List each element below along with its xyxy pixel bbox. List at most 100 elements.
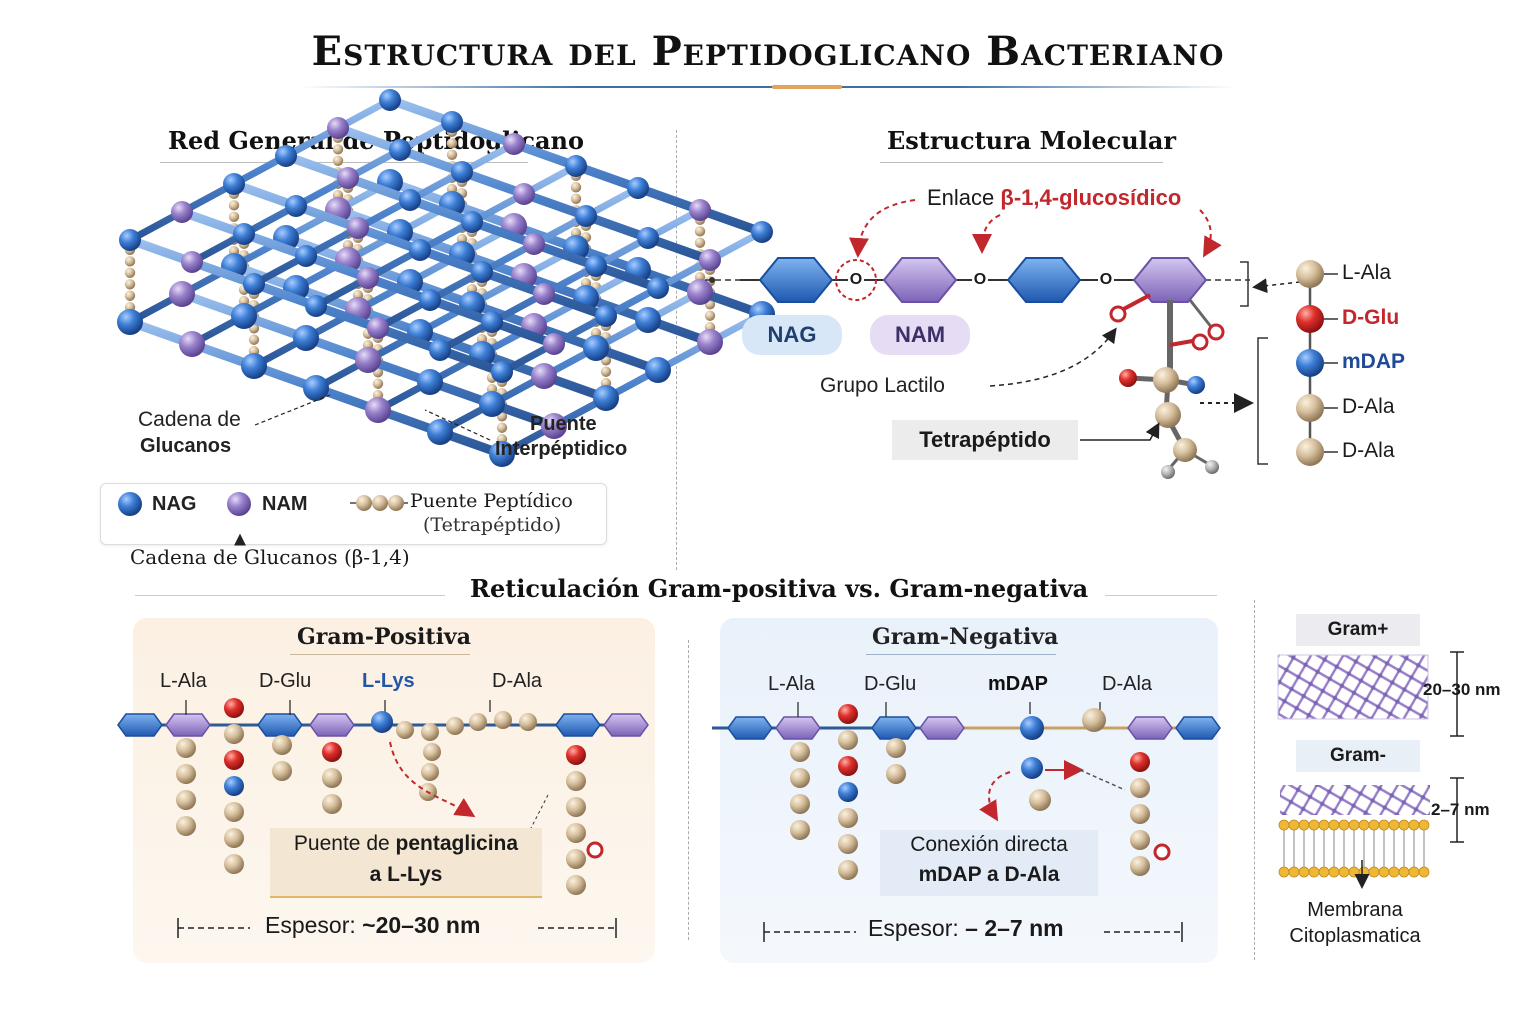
gpos-label-dala: D-Ala (492, 670, 543, 692)
pointer (529, 794, 549, 831)
gram-negative-title: Gram-Negativa (872, 624, 1059, 650)
peptide-bead-icon (228, 211, 240, 222)
title-accent-bar (772, 85, 842, 89)
amino-acid-sphere-icon (886, 764, 906, 784)
lipid-head-icon (1408, 866, 1420, 878)
amino-acid-sphere-icon (838, 704, 858, 724)
molecular-title: Estructura Molecular (887, 126, 1177, 155)
lipid-head-icon (1318, 866, 1330, 878)
peptide-bead-icon (446, 149, 458, 160)
nam-sphere-icon (181, 251, 203, 273)
nag-sphere-icon (399, 189, 421, 211)
nam-sphere-icon (543, 333, 565, 355)
legend-bridge-label: Puente Peptídico (410, 490, 573, 512)
nag-sphere-icon (231, 303, 257, 329)
nam-sphere-icon (227, 492, 251, 516)
peptide-bead-icon (356, 495, 372, 511)
nag-sphere-icon (583, 335, 609, 361)
nag-sphere-icon (117, 309, 143, 335)
lipid-head-icon (1348, 819, 1360, 831)
peptide-bead-icon (600, 366, 612, 377)
amino-acid-sphere-icon (1130, 830, 1150, 850)
bridge-label-line1: Puente (530, 413, 597, 435)
connection-arrow (979, 771, 1011, 822)
lipid-head-icon (1328, 866, 1340, 878)
lipid-head-icon (1338, 819, 1350, 831)
amino-acid-sphere-icon (322, 742, 342, 762)
crosslink-title: Reticulación Gram-positiva vs. Gram-nega… (470, 574, 1089, 603)
amino-acid-sphere-icon (566, 849, 586, 869)
amino-acid-sphere-icon (838, 756, 858, 776)
bridge-arrow (389, 741, 476, 818)
legend-nag-label: NAG (152, 493, 197, 515)
gram-positive-title-rule (290, 654, 470, 655)
amino-acid-sphere-icon (176, 790, 196, 810)
nam-sphere-icon (523, 233, 545, 255)
amino-acid-sphere-icon (838, 860, 858, 880)
pentaglycine-box-line2: a L-Lys (369, 863, 443, 886)
peptide-bead-icon (228, 200, 240, 211)
gneg-label-mdap: mDAP (988, 673, 1049, 695)
lipid-head-icon (1358, 819, 1370, 831)
nam-sphere-icon (327, 117, 349, 139)
glycine-bead-icon (494, 711, 512, 729)
lipid-head-icon (1358, 866, 1370, 878)
nag-sphere-icon (585, 255, 607, 277)
lipid-head-icon (1388, 819, 1400, 831)
page-title: Estructura del Peptidoglicano Bacteriano (311, 28, 1225, 75)
peptide-bead-icon (372, 378, 384, 389)
gram-pos-wall-label: Gram+ (1296, 614, 1420, 646)
nag-sphere-icon (118, 492, 142, 516)
nag-sphere-icon (303, 375, 329, 401)
bond-label-name: β-1,4-glucosídico (1000, 185, 1182, 210)
amino-acid-sphere-icon (1296, 260, 1324, 288)
nag-sphere-icon (389, 139, 411, 161)
legend-nam-label: NAM (262, 493, 308, 515)
hexagon-sugar-icon (1175, 716, 1221, 740)
amino-acid-sphere-icon (790, 742, 810, 762)
nam-sphere-icon (541, 413, 567, 439)
hexagon-sugar-icon (603, 713, 649, 737)
lipid-head-icon (1368, 819, 1380, 831)
nag-sphere-icon (275, 145, 297, 167)
amino-acid-sphere-icon (790, 794, 810, 814)
nag-sphere-icon (233, 223, 255, 245)
lipid-head-icon (1368, 866, 1380, 878)
nam-sphere-icon (503, 133, 525, 155)
nag-sphere-icon (427, 419, 453, 445)
nam-sphere-icon (689, 199, 711, 221)
peptide-bead-icon (332, 155, 344, 166)
mdap-sphere-icon (1021, 757, 1043, 779)
lipid-head-icon (1278, 866, 1290, 878)
nag-sphere-icon (379, 89, 401, 111)
oxygen-atom-icon (586, 841, 604, 859)
molecular-title-rule (880, 162, 1163, 163)
top-section-divider (676, 130, 677, 570)
amino-acid-sphere-icon (566, 823, 586, 843)
nag-sphere-icon (645, 357, 671, 383)
oxygen-label-3: O (1099, 271, 1113, 288)
hexagon-sugar-icon (1132, 257, 1208, 303)
amino-acid-sphere-icon (1296, 305, 1324, 333)
lipid-head-icon (1408, 819, 1420, 831)
peptide-bead-icon (570, 193, 582, 204)
amino-acid-sphere-icon (272, 761, 292, 781)
amino-acid-sphere-icon (790, 768, 810, 788)
panel-divider (688, 640, 689, 940)
amino-acid-sphere-icon (322, 794, 342, 814)
lipid-head-icon (1418, 819, 1430, 831)
direct-connection-line2: mDAP a D-Ala (918, 863, 1060, 886)
membrane-label-line2: Citoplasmatica (1289, 925, 1421, 947)
amino-acid-sphere-icon (224, 724, 244, 744)
peptide-bead-icon (496, 422, 508, 433)
nam-sphere-icon (169, 281, 195, 307)
amino-acid-sphere-icon (1296, 438, 1324, 466)
nam-sphere-icon (337, 167, 359, 189)
nag-sphere-icon (491, 361, 513, 383)
amino-acid-sphere-icon (1130, 856, 1150, 876)
nam-sphere-icon (365, 397, 391, 423)
gram-negative-title-rule (866, 654, 1056, 655)
